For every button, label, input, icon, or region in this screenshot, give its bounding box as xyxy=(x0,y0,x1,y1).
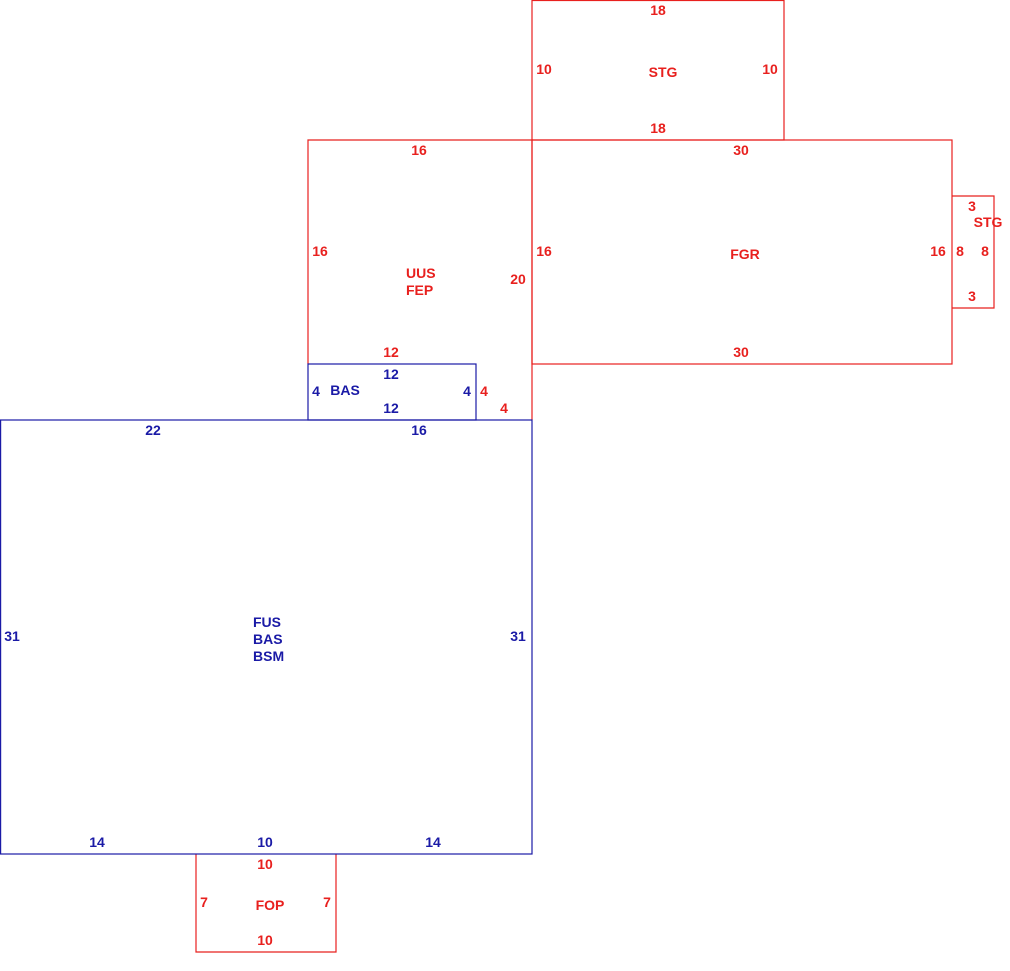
uus-dim-bottom: 12 xyxy=(383,344,399,360)
stg-top-code: STG xyxy=(649,64,678,80)
bas-code: BAS xyxy=(253,631,283,647)
stg-small-dim-bottom: 3 xyxy=(968,288,976,304)
fgr-outline xyxy=(531,139,953,365)
stg-small-dim-top: 3 xyxy=(968,198,976,214)
stg-small-outline xyxy=(952,195,995,309)
fgr-dim-bottom: 30 xyxy=(733,344,749,360)
fop-dim-right: 7 xyxy=(323,894,331,910)
step-dim-side: 4 xyxy=(480,383,488,399)
fgr-dim-left: 16 xyxy=(536,243,552,259)
uus-fep-labels: 16 16 20 UUS FEP 12 xyxy=(312,142,526,360)
stg-top-dim-left: 10 xyxy=(536,61,552,77)
bas-small-dim-bottom: 12 xyxy=(383,400,399,416)
uus-dim-left: 16 xyxy=(312,243,328,259)
main-dim-top-right: 16 xyxy=(411,422,427,438)
fgr-dim-top: 30 xyxy=(733,142,749,158)
stg-small-code: STG xyxy=(974,214,1003,230)
fep-code: FEP xyxy=(406,282,433,298)
fop-dim-bottom: 10 xyxy=(257,932,273,948)
stg-top-labels: 18 10 10 STG 18 xyxy=(536,2,778,136)
bas-small-dim-left: 4 xyxy=(312,383,320,399)
stg-top-dim-top: 18 xyxy=(650,2,666,18)
fop-dim-left: 7 xyxy=(200,894,208,910)
stg-small-dim-right: 8 xyxy=(981,243,989,259)
step-dim-bottom: 4 xyxy=(500,400,508,416)
main-dim-left: 31 xyxy=(4,628,20,644)
main-dim-bottom-right: 14 xyxy=(425,834,441,850)
fop-outline xyxy=(195,854,337,953)
bas-small-code: BAS xyxy=(330,382,360,398)
fgr-labels: 30 16 16 FGR 30 xyxy=(536,142,946,360)
main-dim-right: 31 xyxy=(510,628,526,644)
bas-small-dim-top: 12 xyxy=(383,366,399,382)
main-dim-bottom-left: 14 xyxy=(89,834,105,850)
fop-labels: 10 7 FOP 7 10 xyxy=(200,856,331,948)
fop-dim-top: 10 xyxy=(257,856,273,872)
stg-top-dim-bottom: 18 xyxy=(650,120,666,136)
main-labels: 22 16 31 31 FUS BAS BSM 14 10 14 xyxy=(4,422,526,850)
stg-small-dim-left: 8 xyxy=(956,243,964,259)
red-outlines xyxy=(195,0,995,953)
fgr-dim-right: 16 xyxy=(930,243,946,259)
main-dim-bottom-mid: 10 xyxy=(257,834,273,850)
fop-code: FOP xyxy=(256,897,285,913)
main-dim-top-left: 22 xyxy=(145,422,161,438)
bas-small-dim-right: 4 xyxy=(463,383,471,399)
uus-dim-right: 20 xyxy=(510,271,526,287)
blue-outlines xyxy=(0,363,533,855)
uus-code: UUS xyxy=(406,265,436,281)
stg-small-labels: 3 STG 8 8 3 xyxy=(956,198,1002,304)
bas-small-labels: 12 4 BAS 4 12 xyxy=(312,366,471,416)
bsm-code: BSM xyxy=(253,648,284,664)
stg-top-dim-right: 10 xyxy=(762,61,778,77)
fgr-code: FGR xyxy=(730,246,760,262)
uus-dim-top: 16 xyxy=(411,142,427,158)
main-outline xyxy=(0,419,533,855)
step-labels: 4 4 xyxy=(480,383,508,416)
fus-code: FUS xyxy=(253,614,281,630)
